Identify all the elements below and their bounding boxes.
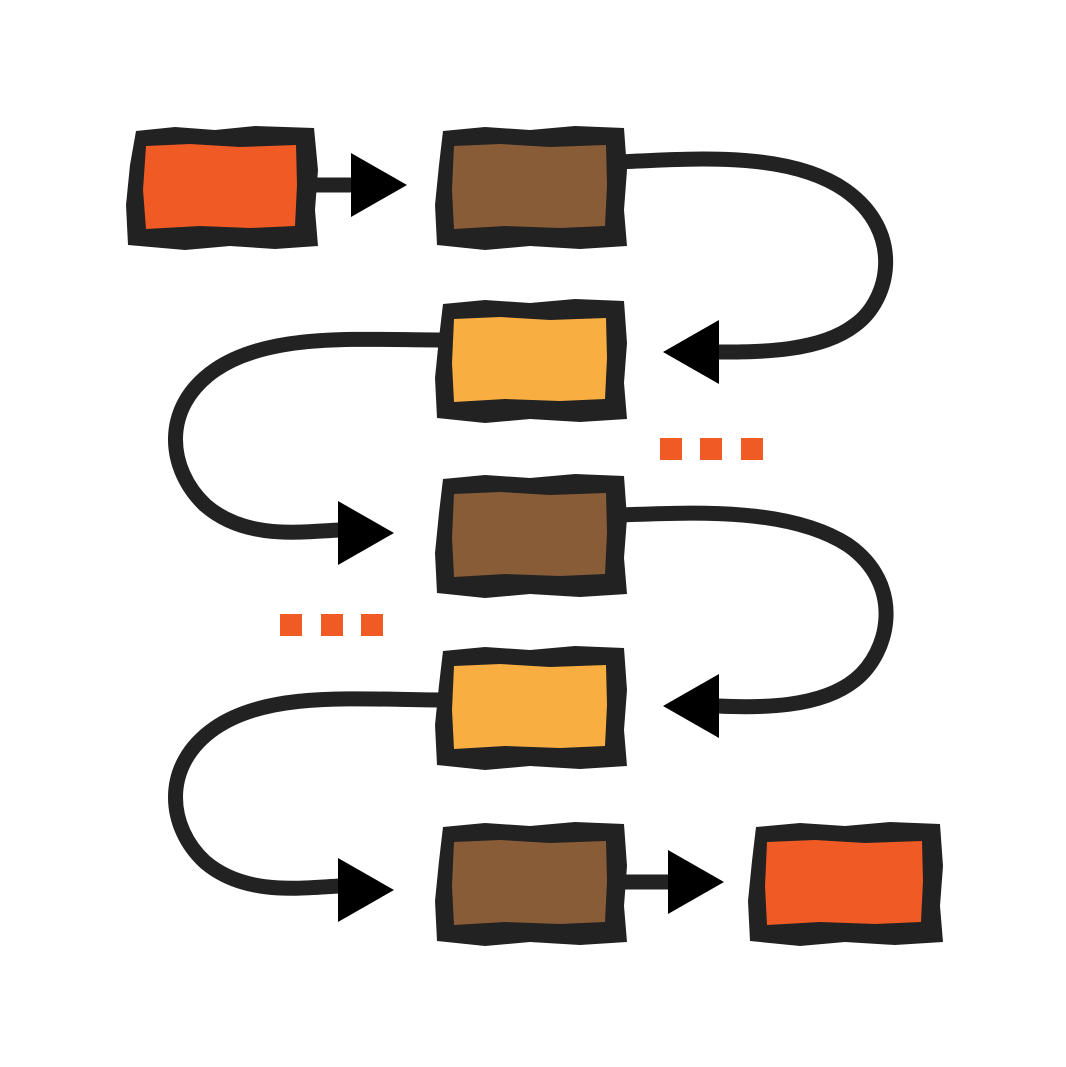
process-box-3-fill — [452, 840, 607, 925]
process-box-1-fill — [452, 144, 607, 229]
arrowhead-right-icon — [351, 153, 407, 217]
end-box — [748, 822, 943, 946]
arrowhead-right-icon — [338, 858, 394, 922]
connector-step-2-to-process-3 — [168, 691, 453, 896]
start-box-fill — [143, 144, 297, 229]
step-box-1-fill — [452, 317, 607, 402]
step-box-2 — [435, 646, 627, 770]
arrowheads — [338, 153, 724, 922]
end-box-fill — [765, 840, 923, 925]
arrowhead-right-icon — [338, 501, 394, 565]
ellipsis-dot — [280, 614, 302, 636]
process-box-3 — [435, 822, 627, 946]
ellipsis-dot — [700, 438, 722, 460]
ellipsis-dot — [741, 438, 763, 460]
arrowhead-left-icon — [663, 320, 719, 384]
ellipsis-lower — [280, 614, 383, 636]
process-box-2 — [435, 474, 627, 598]
start-box — [126, 126, 318, 250]
connector-process-1-to-step-1 — [610, 151, 894, 360]
process-box-1 — [435, 126, 627, 250]
arrowhead-left-icon — [663, 674, 719, 738]
ellipsis-dot — [361, 614, 383, 636]
arrowhead-right-icon — [668, 850, 724, 914]
connector-step-1-to-process-2 — [168, 331, 453, 540]
connector-process-2-to-step-2 — [610, 505, 894, 715]
step-box-2-fill — [452, 664, 607, 749]
connectors — [168, 151, 894, 896]
process-box-2-fill — [452, 492, 607, 577]
ellipsis-upper — [660, 438, 763, 460]
ellipsis-dot — [660, 438, 682, 460]
step-box-1 — [435, 299, 627, 423]
ellipsis-dot — [321, 614, 343, 636]
